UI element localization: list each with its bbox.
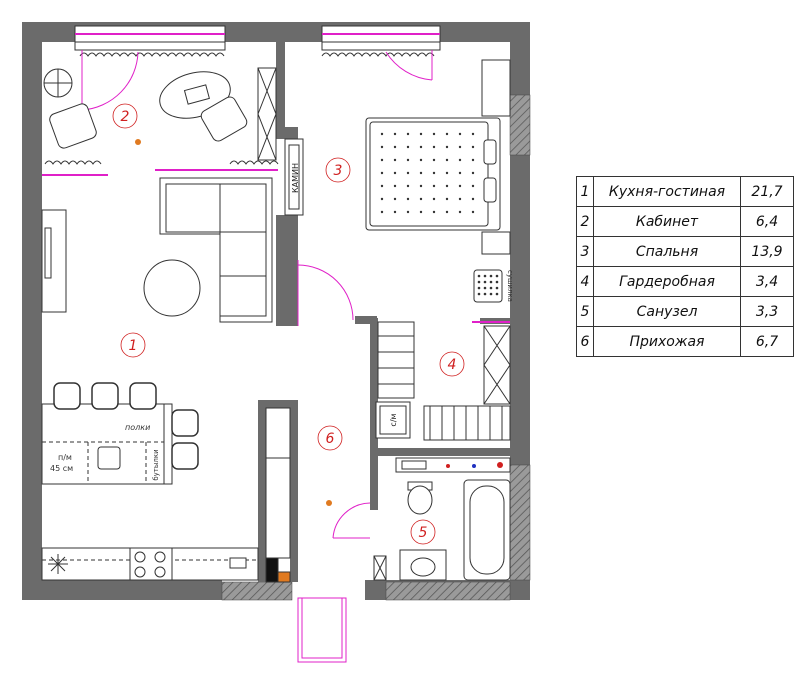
legend-room-area: 21,7 [740, 176, 794, 207]
legend-room-name: Прихожая [593, 326, 741, 357]
washer-label: с/м [389, 413, 398, 426]
hatched-walls [221, 94, 531, 601]
legend-row-number: 4 [576, 266, 594, 297]
dryer-label: сушилка [506, 270, 514, 302]
entry-door [297, 597, 347, 663]
tv-unit [41, 209, 67, 313]
svg-text:2: 2 [121, 109, 130, 125]
legend-room-area: 13,9 [740, 236, 794, 267]
radiators [44, 52, 435, 165]
drying-rack: сушилка [473, 269, 514, 303]
bathroom-fixtures [373, 457, 511, 581]
door-swings [297, 260, 371, 539]
hallway-wardrobe [265, 407, 291, 583]
room-marker-4: 4 [439, 351, 465, 377]
kitchen-counter [41, 547, 259, 581]
drying-rack-dots [477, 274, 499, 296]
svg-text:6: 6 [326, 431, 335, 447]
svg-text:1: 1 [129, 338, 138, 354]
legend-row-number: 5 [576, 296, 594, 327]
bath-accent-dots [446, 462, 503, 468]
dishwasher-note-line2: 45 см [50, 464, 73, 473]
shelves-label: полки [125, 423, 150, 432]
room-marker-1: 1 [120, 332, 146, 358]
svg-text:4: 4 [448, 357, 457, 373]
legend-room-name: Гардеробная [593, 266, 741, 297]
study-furniture [43, 68, 248, 149]
floor-plan: КАМИН [22, 22, 531, 663]
room-marker-5: 5 [410, 519, 436, 545]
fireplace: КАМИН [284, 138, 304, 216]
light-point-study [135, 139, 141, 145]
legend-row-number: 3 [576, 236, 594, 267]
legend-room-area: 6,4 [740, 206, 794, 237]
window-door-swings [81, 50, 433, 111]
bed [365, 59, 511, 255]
legend-room-area: 3,4 [740, 266, 794, 297]
window-left [74, 25, 226, 51]
svg-text:3: 3 [334, 163, 343, 179]
window-right [321, 25, 441, 51]
bookshelf [257, 67, 277, 161]
interior-walls [258, 42, 510, 582]
legend-row-number: 2 [576, 206, 594, 237]
magenta-partitions [42, 169, 510, 323]
bed-quilt-pattern [380, 132, 475, 214]
legend-room-name: Кабинет [593, 206, 741, 237]
fireplace-label: КАМИН [291, 163, 300, 193]
room-marker-2: 2 [112, 103, 138, 129]
legend-room-name: Санузел [593, 296, 741, 327]
light-point-hall [326, 500, 332, 506]
legend-row-number: 6 [576, 326, 594, 357]
room-marker-3: 3 [325, 157, 351, 183]
dishwasher-note-line1: п/м [58, 453, 72, 462]
room-marker-6: 6 [317, 425, 343, 451]
legend-room-area: 3,3 [740, 296, 794, 327]
walk-in-wardrobe [375, 321, 511, 441]
kitchen-island [41, 403, 173, 485]
sofa [159, 177, 273, 323]
legend-room-name: Кухня-гостиная [593, 176, 741, 207]
legend-room-name: Спальня [593, 236, 741, 267]
bottle-rack-label: бутылки [152, 449, 160, 480]
coffee-table [143, 259, 201, 317]
svg-text:5: 5 [419, 525, 428, 541]
room-markers: 1 2 3 4 5 6 [112, 103, 465, 545]
legend-room-area: 6,7 [740, 326, 794, 357]
bar-stools [53, 382, 199, 470]
legend-row-number: 1 [576, 176, 594, 207]
